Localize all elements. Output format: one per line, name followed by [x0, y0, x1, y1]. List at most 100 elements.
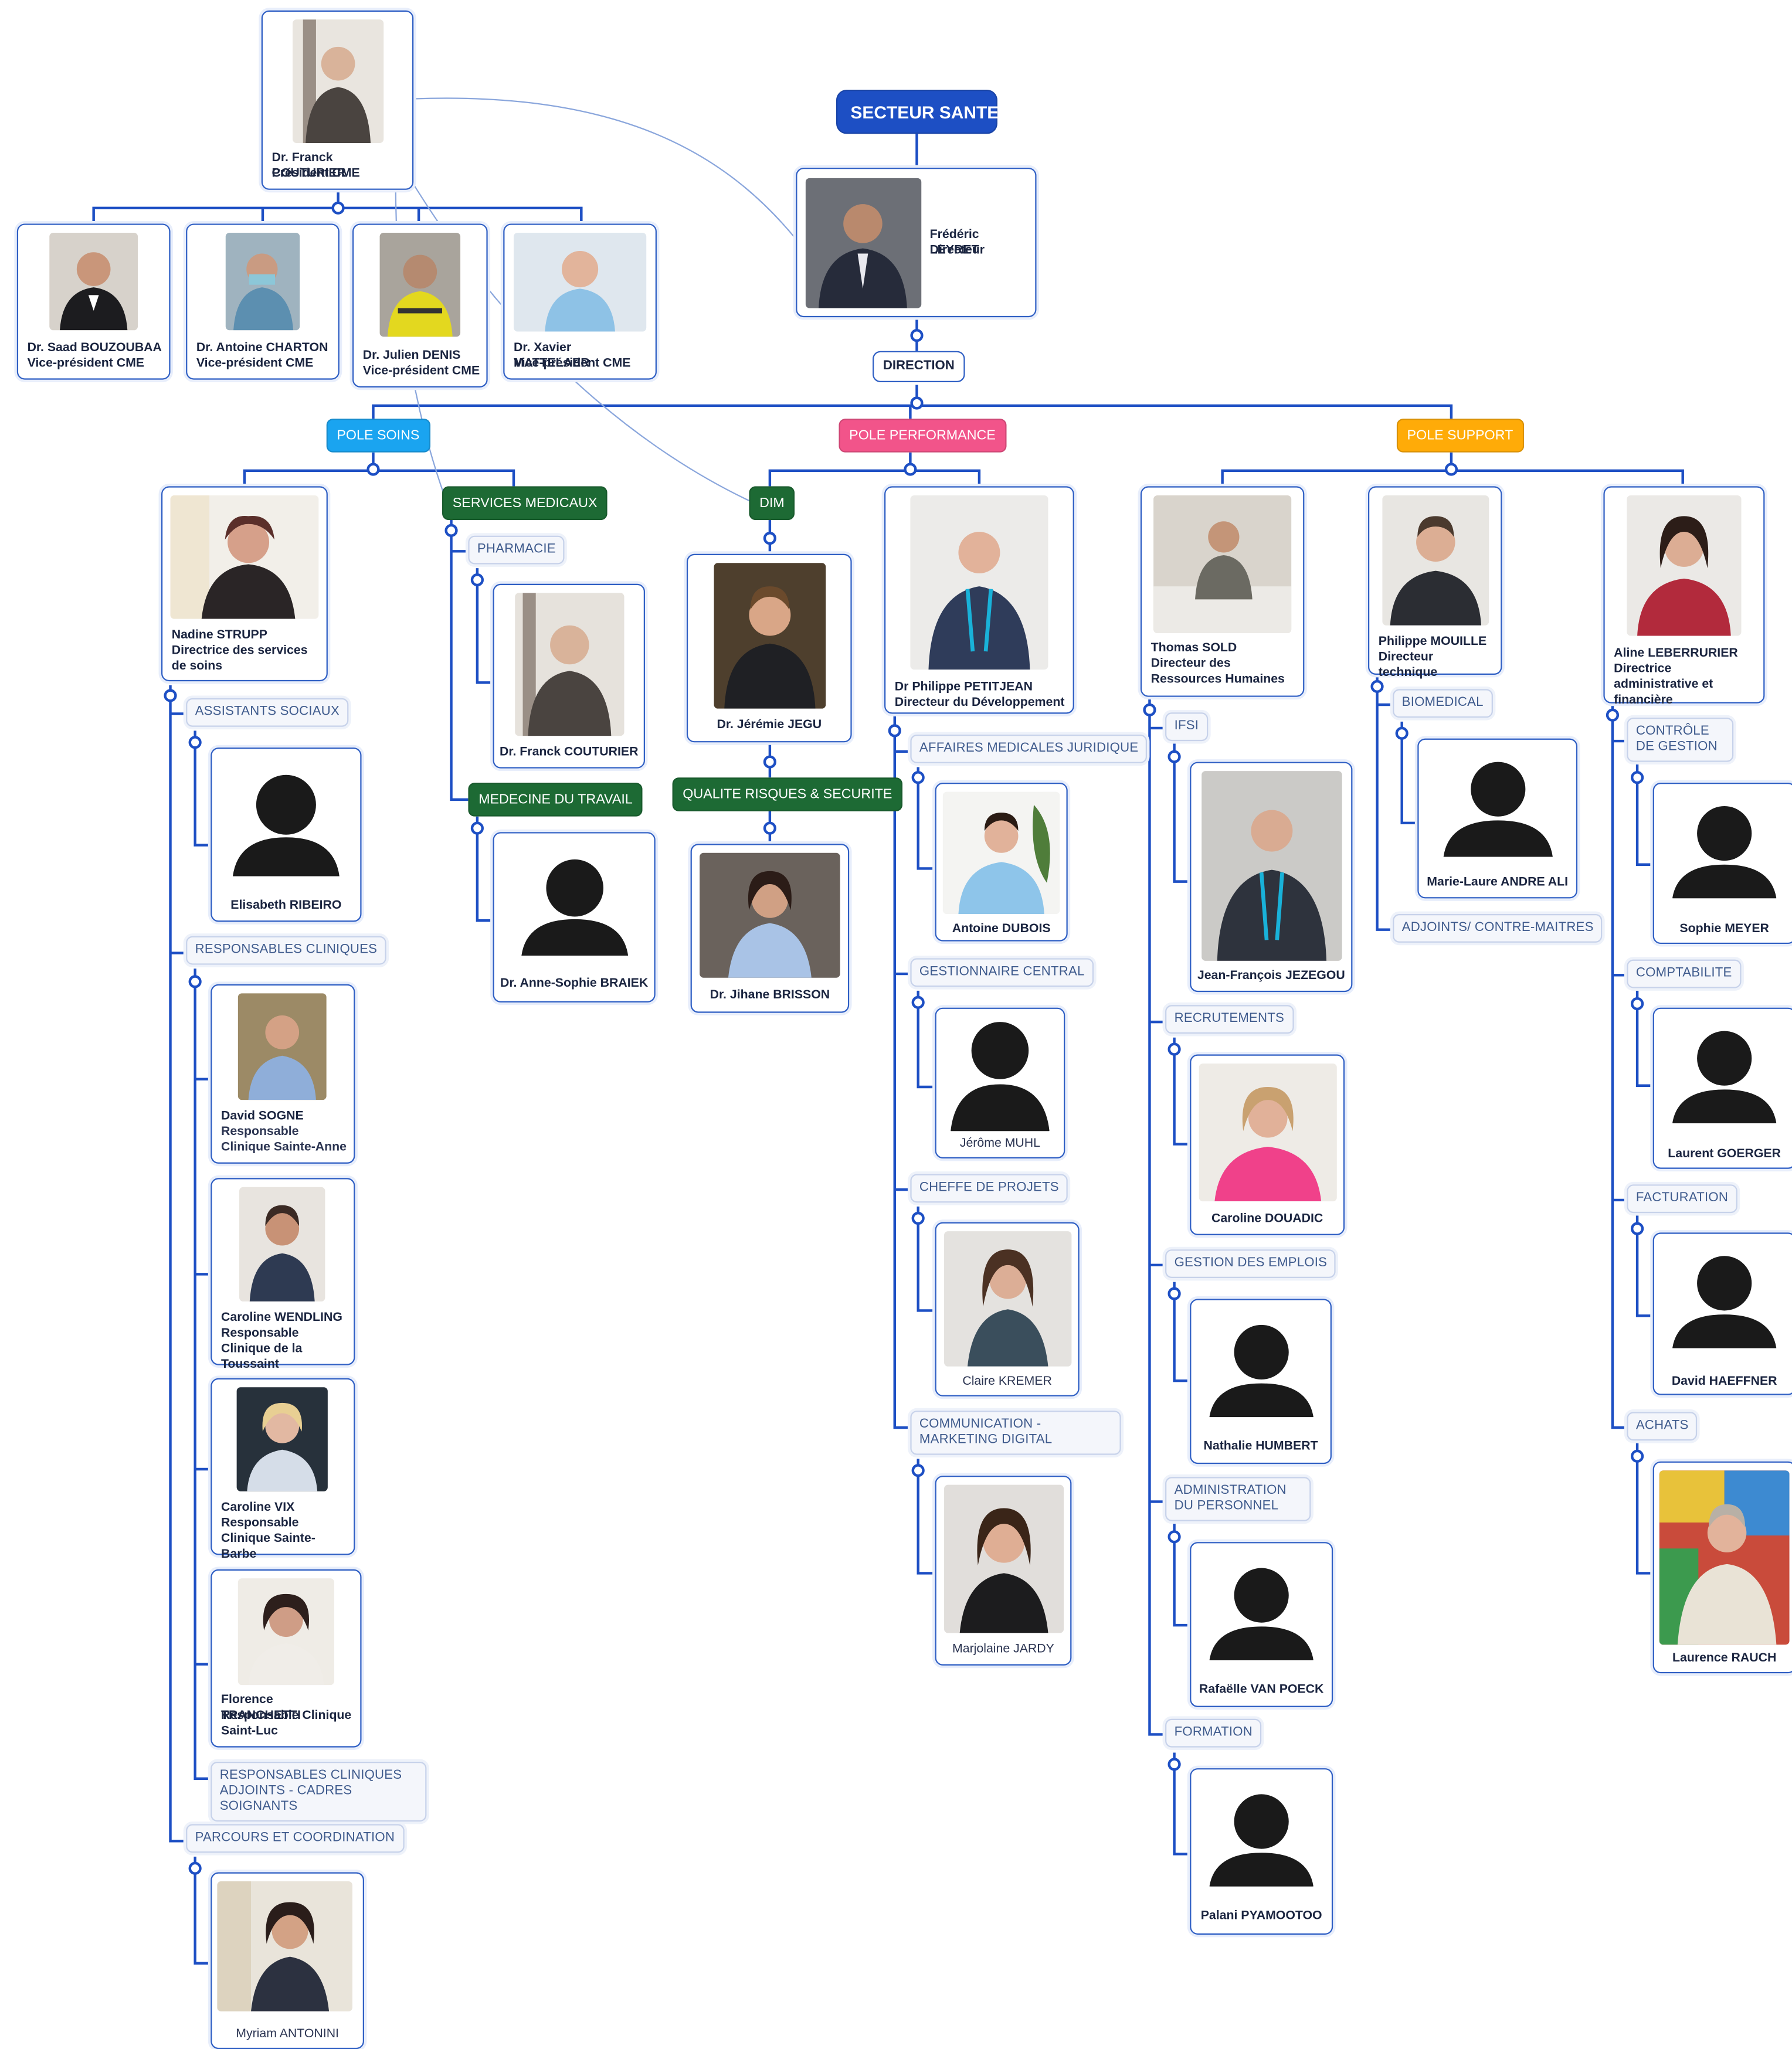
- card-qualite[interactable]: Dr. Jihane BRISSON: [690, 844, 850, 1013]
- person-photo-icon: [236, 1387, 328, 1491]
- card-tech-head[interactable]: Philippe MOUILLE Directeur technique: [1368, 486, 1502, 680]
- pole-soins[interactable]: POLE SOINS: [326, 419, 430, 453]
- person-photo-icon: [943, 1231, 1071, 1367]
- card-biomedical[interactable]: Marie-Laure ANDRE ALI: [1417, 738, 1578, 899]
- tech-head-role: Directeur technique: [1378, 650, 1438, 680]
- tag-cheffe-projets[interactable]: CHEFFE DE PROJETS: [910, 1174, 1068, 1203]
- card-rh-head[interactable]: Thomas SOLD Directeur des Ressources Hum…: [1140, 486, 1305, 697]
- card-cme-vp-1[interactable]: Dr. Saad BOUZOUBAA Vice-président CME: [16, 223, 171, 380]
- card-cme-vp-2[interactable]: Dr. Antoine CHARTON Vice-président CME: [186, 223, 340, 380]
- card-communication[interactable]: Marjolaine JARDY: [935, 1476, 1072, 1666]
- resp-2-role: Responsable Clinique de la Toussaint: [221, 1326, 303, 1372]
- card-compta[interactable]: Laurent GOERGER: [1652, 1007, 1792, 1169]
- sector-title[interactable]: SECTEUR SANTE: [836, 90, 999, 134]
- person-photo-icon: [237, 1578, 334, 1686]
- resp-1-role: Responsable Clinique Sainte-Anne: [221, 1124, 347, 1155]
- tag-controle-gestion[interactable]: CONTRÔLE DE GESTION: [1627, 718, 1734, 762]
- card-soins-head[interactable]: Nadine STRUPP Directrice des services de…: [161, 486, 328, 682]
- tag-dim[interactable]: DIM: [749, 486, 795, 521]
- card-performance-head[interactable]: Dr Philippe PETITJEAN Directeur du Dével…: [884, 486, 1074, 714]
- card-ifsi[interactable]: Jean-François JEZEGOU: [1190, 762, 1353, 993]
- tag-responsables-adjoints[interactable]: RESPONSABLES CLINIQUES ADJOINTS - CADRES…: [211, 1761, 427, 1822]
- tag-gestionnaire-central[interactable]: GESTIONNAIRE CENTRAL: [910, 958, 1094, 987]
- card-cme-vp-3[interactable]: Dr. Julien DENIS Vice-président CME: [352, 223, 488, 388]
- card-cme-president[interactable]: Dr. Franck COUTURIER Président CME: [261, 10, 414, 190]
- person-photo-icon: [379, 232, 461, 337]
- card-dim[interactable]: Dr. Jérémie JEGU: [686, 553, 852, 743]
- card-emplois[interactable]: Nathalie HUMBERT: [1190, 1299, 1332, 1464]
- tag-responsables-cliniques[interactable]: RESPONSABLES CLINIQUES: [186, 936, 386, 965]
- tag-achats[interactable]: ACHATS: [1627, 1412, 1698, 1441]
- card-assistant[interactable]: Elisabeth RIBEIRO: [211, 747, 362, 922]
- card-resp-3[interactable]: Caroline VIX Responsable Clinique Sainte…: [211, 1378, 355, 1561]
- pole-performance[interactable]: POLE PERFORMANCE: [839, 419, 1006, 453]
- person-photo-icon: [713, 563, 826, 709]
- tag-assistants-sociaux[interactable]: ASSISTANTS SOCIAUX: [186, 698, 349, 727]
- tag-qualite[interactable]: QUALITE RISQUES & SECURITE: [672, 777, 903, 811]
- tag-services-medicaux[interactable]: SERVICES MEDICAUX: [442, 486, 608, 521]
- card-pharmacie[interactable]: Dr. Franck COUTURIER: [493, 583, 645, 769]
- direction-node[interactable]: DIRECTION: [873, 351, 965, 383]
- card-cme-vp-4[interactable]: Dr. Xavier MATTELAER Vice-président CME: [503, 223, 657, 380]
- assistant-name: Elisabeth RIBEIRO: [230, 898, 342, 913]
- tech-head-name: Philippe MOUILLE: [1378, 634, 1487, 649]
- soins-head-role: Directrice des services de soins: [171, 643, 308, 674]
- tag-pharmacie[interactable]: PHARMACIE: [468, 535, 565, 565]
- card-affaires[interactable]: Antoine DUBOIS: [935, 783, 1068, 942]
- card-cheffe[interactable]: Claire KREMER: [935, 1222, 1080, 1396]
- tag-adjoints-contre-maitres[interactable]: ADJOINTS/ CONTRE-MAITRES: [1393, 914, 1603, 943]
- avatar-placeholder-icon: [948, 1017, 1052, 1131]
- person-photo-icon: [942, 791, 1060, 915]
- card-resp-1[interactable]: David SOGNE Responsable Clinique Sainte-…: [211, 984, 355, 1164]
- avatar-placeholder-icon: [1435, 760, 1560, 857]
- person-photo-icon: [170, 495, 319, 619]
- person-photo-icon: [1382, 495, 1489, 626]
- card-resp-4[interactable]: Florence TRANCHETTI Responsable Clinique…: [211, 1569, 362, 1748]
- tag-biomedical[interactable]: BIOMEDICAL: [1393, 689, 1493, 718]
- gestionnaire-person: Jérôme MUHL: [959, 1136, 1040, 1151]
- tag-affaires-medicales[interactable]: AFFAIRES MEDICALES JURIDIQUE: [910, 735, 1148, 763]
- person-photo-icon: [225, 232, 300, 331]
- person-photo-icon: [910, 495, 1048, 670]
- person-photo-icon: [513, 232, 647, 332]
- card-facturation[interactable]: David HAEFFNER: [1652, 1232, 1792, 1395]
- rh-head-role: Directeur des Ressources Humaines: [1150, 656, 1285, 687]
- card-director[interactable]: Frédéric LEYRET Directeur: [796, 168, 1037, 318]
- card-daf-head[interactable]: Aline LEBERRURIER Directrice administrat…: [1603, 486, 1765, 707]
- card-admin[interactable]: Rafaëlle VAN POECK: [1190, 1542, 1333, 1707]
- card-achats[interactable]: Laurence RAUCH: [1652, 1461, 1792, 1674]
- tag-gestion-emplois[interactable]: GESTION DES EMPLOIS: [1165, 1249, 1336, 1278]
- resp-2-name: Caroline WENDLING: [221, 1310, 342, 1325]
- card-medecine[interactable]: Dr. Anne-Sophie BRAIEK: [493, 832, 656, 1003]
- recrutements-person: Caroline DOUADIC: [1211, 1211, 1323, 1226]
- tag-communication[interactable]: COMMUNICATION - MARKETING DIGITAL: [910, 1411, 1121, 1455]
- avatar-placeholder-icon: [1207, 1567, 1316, 1661]
- qualite-person: Dr. Jihane BRISSON: [710, 988, 830, 1003]
- cme-vp-2-name: Dr. Antoine CHARTON: [196, 341, 328, 355]
- cme-vp-4-name: Dr. Xavier MATTELAER: [513, 341, 590, 371]
- avatar-placeholder-icon: [1670, 1029, 1779, 1124]
- card-gestionnaire[interactable]: Jérôme MUHL: [935, 1007, 1065, 1158]
- daf-head-role: Directrice administrative et financière: [1614, 661, 1713, 708]
- card-resp-2[interactable]: Caroline WENDLING Responsable Clinique d…: [211, 1178, 355, 1372]
- person-photo-icon: [49, 232, 138, 331]
- tag-administration-personnel[interactable]: ADMINISTRATION DU PERSONNEL: [1165, 1477, 1311, 1521]
- controle-person: Sophie MEYER: [1679, 922, 1769, 936]
- cme-vp-4-role: Vice-président CME: [513, 356, 631, 371]
- person-photo-icon: [700, 852, 840, 978]
- tag-formation[interactable]: FORMATION: [1165, 1718, 1262, 1748]
- tag-parcours-coordination[interactable]: PARCOURS ET COORDINATION: [186, 1824, 404, 1853]
- tag-facturation[interactable]: FACTURATION: [1627, 1184, 1737, 1214]
- pole-support[interactable]: POLE SUPPORT: [1396, 419, 1524, 453]
- card-controle[interactable]: Sophie MEYER: [1652, 783, 1792, 944]
- tag-medecine-travail[interactable]: MEDECINE DU TRAVAIL: [468, 783, 643, 817]
- card-parcours[interactable]: Myriam ANTONINI: [211, 1872, 364, 2049]
- card-recrutements[interactable]: Caroline DOUADIC: [1190, 1054, 1345, 1235]
- tag-comptabilite[interactable]: COMPTABILITE: [1627, 959, 1742, 988]
- person-photo-icon: [291, 19, 383, 143]
- cme-vp-1-name: Dr. Saad BOUZOUBAA: [27, 341, 162, 355]
- card-formation[interactable]: Palani PYAMOOTOO: [1190, 1768, 1333, 1935]
- resp-4-role: Responsable Clinique Saint-Luc: [221, 1708, 352, 1739]
- tag-ifsi[interactable]: IFSI: [1165, 712, 1208, 742]
- tag-recrutements[interactable]: RECRUTEMENTS: [1165, 1005, 1294, 1034]
